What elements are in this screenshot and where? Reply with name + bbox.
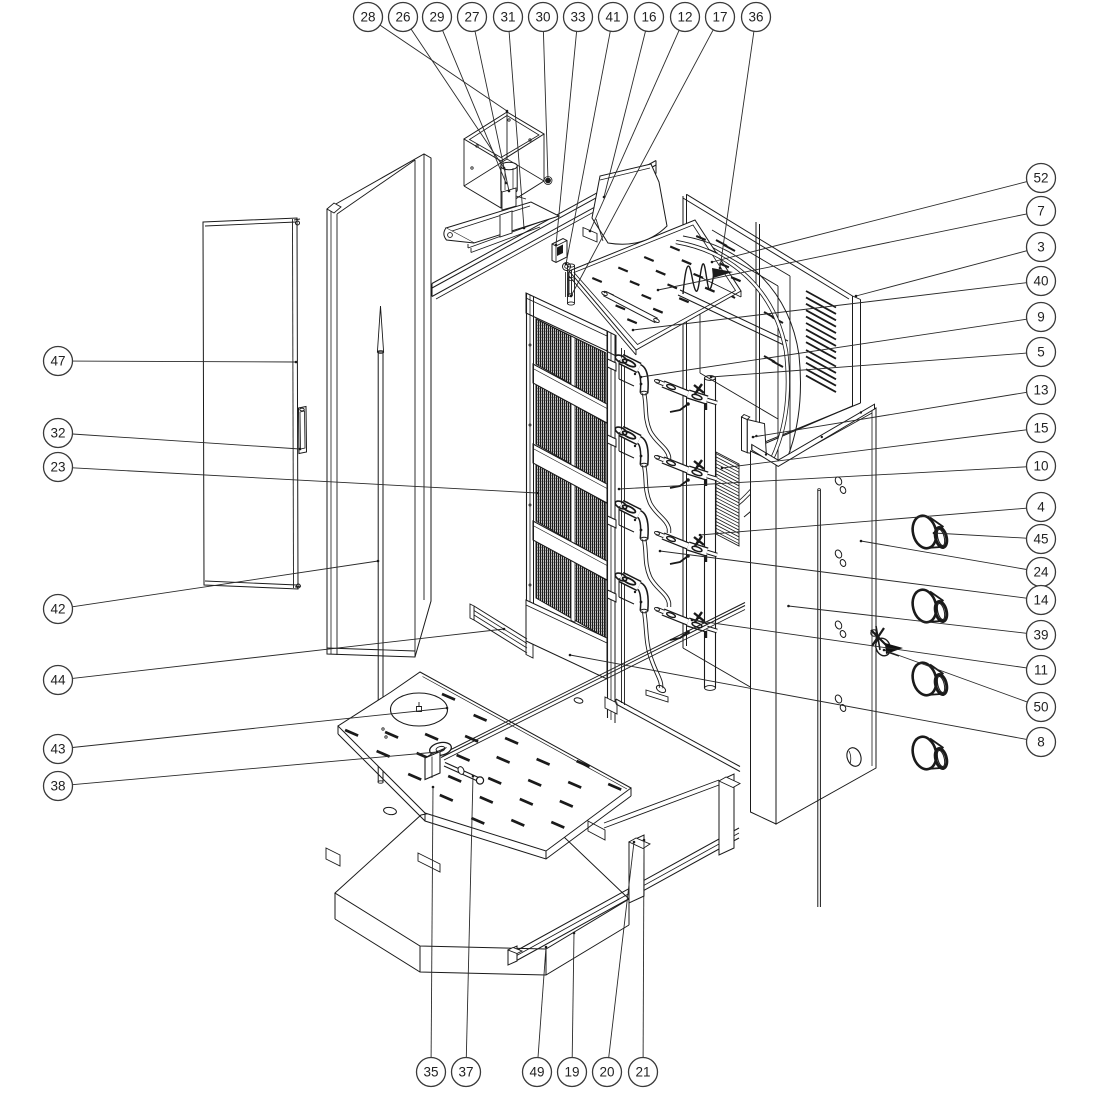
svg-text:19: 19 (564, 1065, 579, 1080)
svg-text:37: 37 (458, 1065, 473, 1080)
svg-text:24: 24 (1033, 565, 1049, 580)
svg-text:38: 38 (50, 779, 65, 794)
svg-text:29: 29 (429, 10, 444, 25)
svg-text:17: 17 (712, 10, 727, 25)
svg-text:20: 20 (599, 1065, 614, 1080)
svg-text:45: 45 (1033, 532, 1048, 547)
svg-text:7: 7 (1037, 204, 1045, 219)
svg-text:44: 44 (50, 673, 66, 688)
svg-text:4: 4 (1037, 500, 1045, 515)
svg-text:32: 32 (50, 426, 65, 441)
svg-text:27: 27 (464, 10, 479, 25)
svg-text:23: 23 (50, 460, 65, 475)
svg-text:50: 50 (1033, 700, 1048, 715)
svg-text:3: 3 (1037, 240, 1045, 255)
svg-text:42: 42 (50, 602, 65, 617)
svg-text:31: 31 (500, 10, 515, 25)
svg-text:9: 9 (1037, 310, 1045, 325)
svg-text:43: 43 (50, 742, 65, 757)
svg-text:39: 39 (1033, 628, 1048, 643)
svg-text:33: 33 (570, 10, 585, 25)
svg-text:10: 10 (1033, 459, 1048, 474)
svg-text:49: 49 (529, 1065, 544, 1080)
svg-text:30: 30 (535, 10, 550, 25)
svg-text:13: 13 (1033, 383, 1048, 398)
svg-text:28: 28 (360, 10, 375, 25)
svg-text:5: 5 (1037, 345, 1045, 360)
svg-text:36: 36 (748, 10, 763, 25)
svg-text:14: 14 (1033, 593, 1049, 608)
svg-text:15: 15 (1033, 421, 1048, 436)
svg-text:11: 11 (1034, 663, 1048, 678)
svg-text:8: 8 (1037, 735, 1045, 750)
svg-text:35: 35 (423, 1065, 438, 1080)
svg-text:41: 41 (605, 10, 620, 25)
svg-text:16: 16 (641, 10, 656, 25)
svg-text:52: 52 (1033, 171, 1048, 186)
svg-text:26: 26 (395, 10, 410, 25)
svg-text:47: 47 (50, 354, 65, 369)
svg-text:21: 21 (635, 1065, 650, 1080)
svg-text:40: 40 (1033, 274, 1048, 289)
svg-text:12: 12 (677, 10, 692, 25)
